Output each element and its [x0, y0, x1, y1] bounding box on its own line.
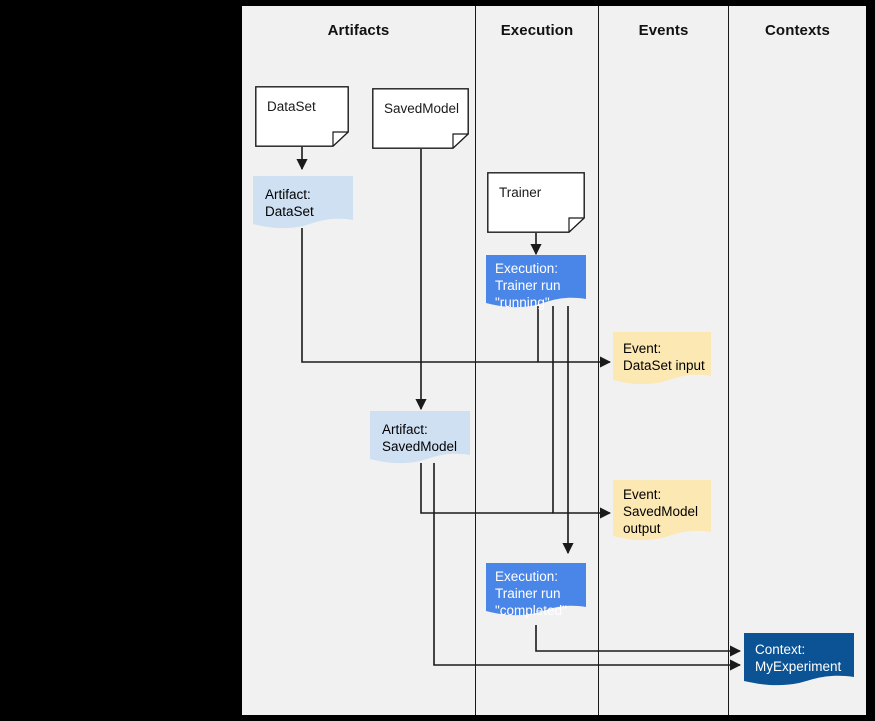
- wave-document-shape: [486, 255, 586, 308]
- node-label: Event: DataSet input: [623, 341, 705, 373]
- edge-execution-running-to-event-output: [552, 306, 612, 519]
- wave-document-shape: [613, 332, 711, 385]
- node-label: DataSet: [267, 99, 316, 114]
- edge-execution-completed-to-context: [535, 625, 742, 657]
- column-header-contexts: Contexts: [765, 22, 830, 39]
- edge-artifact-savedmodel-to-context: [433, 463, 742, 671]
- column-divider-3: [728, 6, 729, 715]
- edge-artifact-dataset-to-event-input: [301, 228, 612, 368]
- wave-document-shape: [613, 480, 711, 541]
- node-label: Execution: Trainer run "running": [495, 261, 561, 310]
- edge-artifact-savedmodel-to-event-output: [420, 463, 553, 514]
- node-label: SavedModel: [384, 101, 460, 116]
- node-label: Event: SavedModel output: [623, 487, 699, 536]
- node-label: Artifact: SavedModel: [382, 422, 458, 454]
- node-dataset-type[interactable]: DataSet: [255, 86, 349, 147]
- column-header-execution: Execution: [500, 22, 574, 39]
- node-artifact-savedmodel[interactable]: Artifact: SavedModel: [370, 411, 470, 467]
- wave-document-shape: [744, 633, 854, 686]
- node-label: Execution: Trainer run "completed": [495, 569, 567, 618]
- document-shape: [372, 88, 469, 149]
- node-label: Trainer: [499, 185, 542, 200]
- column-header-events: Events: [638, 22, 689, 39]
- node-label: Artifact: DataSet: [265, 187, 314, 219]
- wave-document-shape: [253, 176, 353, 229]
- column-divider-1: [475, 6, 476, 715]
- node-savedmodel-type[interactable]: SavedModel: [372, 88, 469, 149]
- node-execution-running[interactable]: Execution: Trainer run "running": [486, 255, 586, 311]
- column-header-artifacts: Artifacts: [327, 22, 390, 39]
- node-context-myexperiment[interactable]: Context: MyExperiment: [744, 633, 854, 689]
- node-execution-completed[interactable]: Execution: Trainer run "completed": [486, 563, 586, 619]
- column-divider-2: [598, 6, 599, 715]
- node-trainer-type[interactable]: Trainer: [487, 172, 585, 233]
- document-shape: [487, 172, 585, 233]
- node-label: Context: MyExperiment: [755, 642, 842, 674]
- node-artifact-dataset[interactable]: Artifact: DataSet: [253, 176, 353, 232]
- wave-document-shape: [486, 563, 586, 616]
- wave-document-shape: [370, 411, 470, 464]
- node-event-dataset-input[interactable]: Event: DataSet input: [613, 332, 711, 388]
- document-shape: [255, 86, 349, 147]
- node-event-savedmodel-output[interactable]: Event: SavedModel output: [613, 480, 711, 544]
